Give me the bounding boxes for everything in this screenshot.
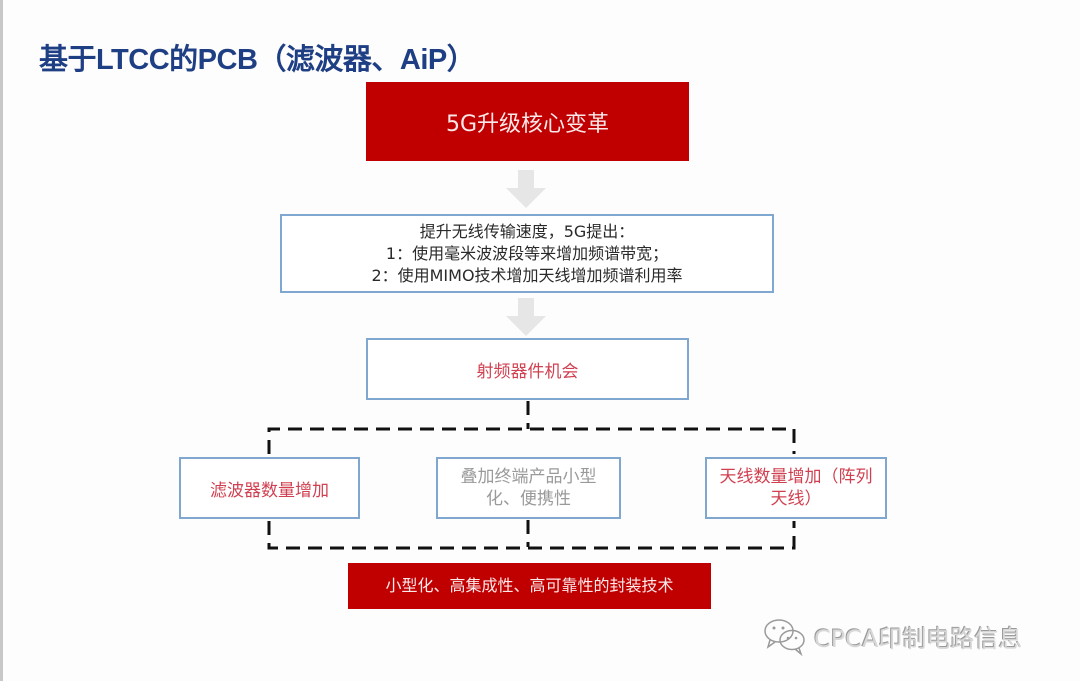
left-edge-bar	[0, 0, 3, 681]
down-arrow-icon	[506, 298, 546, 336]
node-rf-device-opportunity: 射频器件机会	[366, 338, 689, 400]
node-miniaturization: 叠加终端产品小型化、便携性	[436, 457, 621, 519]
speed-line-2: 1：使用毫米波波段等来增加频谱带宽；	[385, 243, 669, 263]
slide-title: 基于LTCC的PCB（滤波器、AiP）	[39, 44, 476, 76]
node-5g-core-change: 5G升级核心变革	[366, 82, 689, 161]
speed-line-1: 提升无线传输速度，5G提出：	[419, 221, 635, 241]
speed-line-3: 2：使用MIMO技术增加天线增加频谱利用率	[371, 265, 683, 285]
down-arrow-icon	[506, 170, 546, 208]
node-filter-increase: 滤波器数量增加	[179, 457, 360, 519]
connector-top-bracket	[267, 427, 796, 454]
connector-bottom-bracket	[267, 521, 796, 550]
node-packaging-tech: 小型化、高集成性、高可靠性的封装技术	[348, 563, 711, 609]
node-wireless-speed: 提升无线传输速度，5G提出： 1：使用毫米波波段等来增加频谱带宽； 2：使用MI…	[280, 214, 774, 293]
watermark-text: CPCA印制电路信息	[814, 624, 1023, 653]
watermark: CPCA印制电路信息	[762, 616, 1022, 656]
node-antenna-increase: 天线数量增加（阵列天线）	[705, 457, 887, 519]
wechat-icon	[764, 619, 805, 656]
